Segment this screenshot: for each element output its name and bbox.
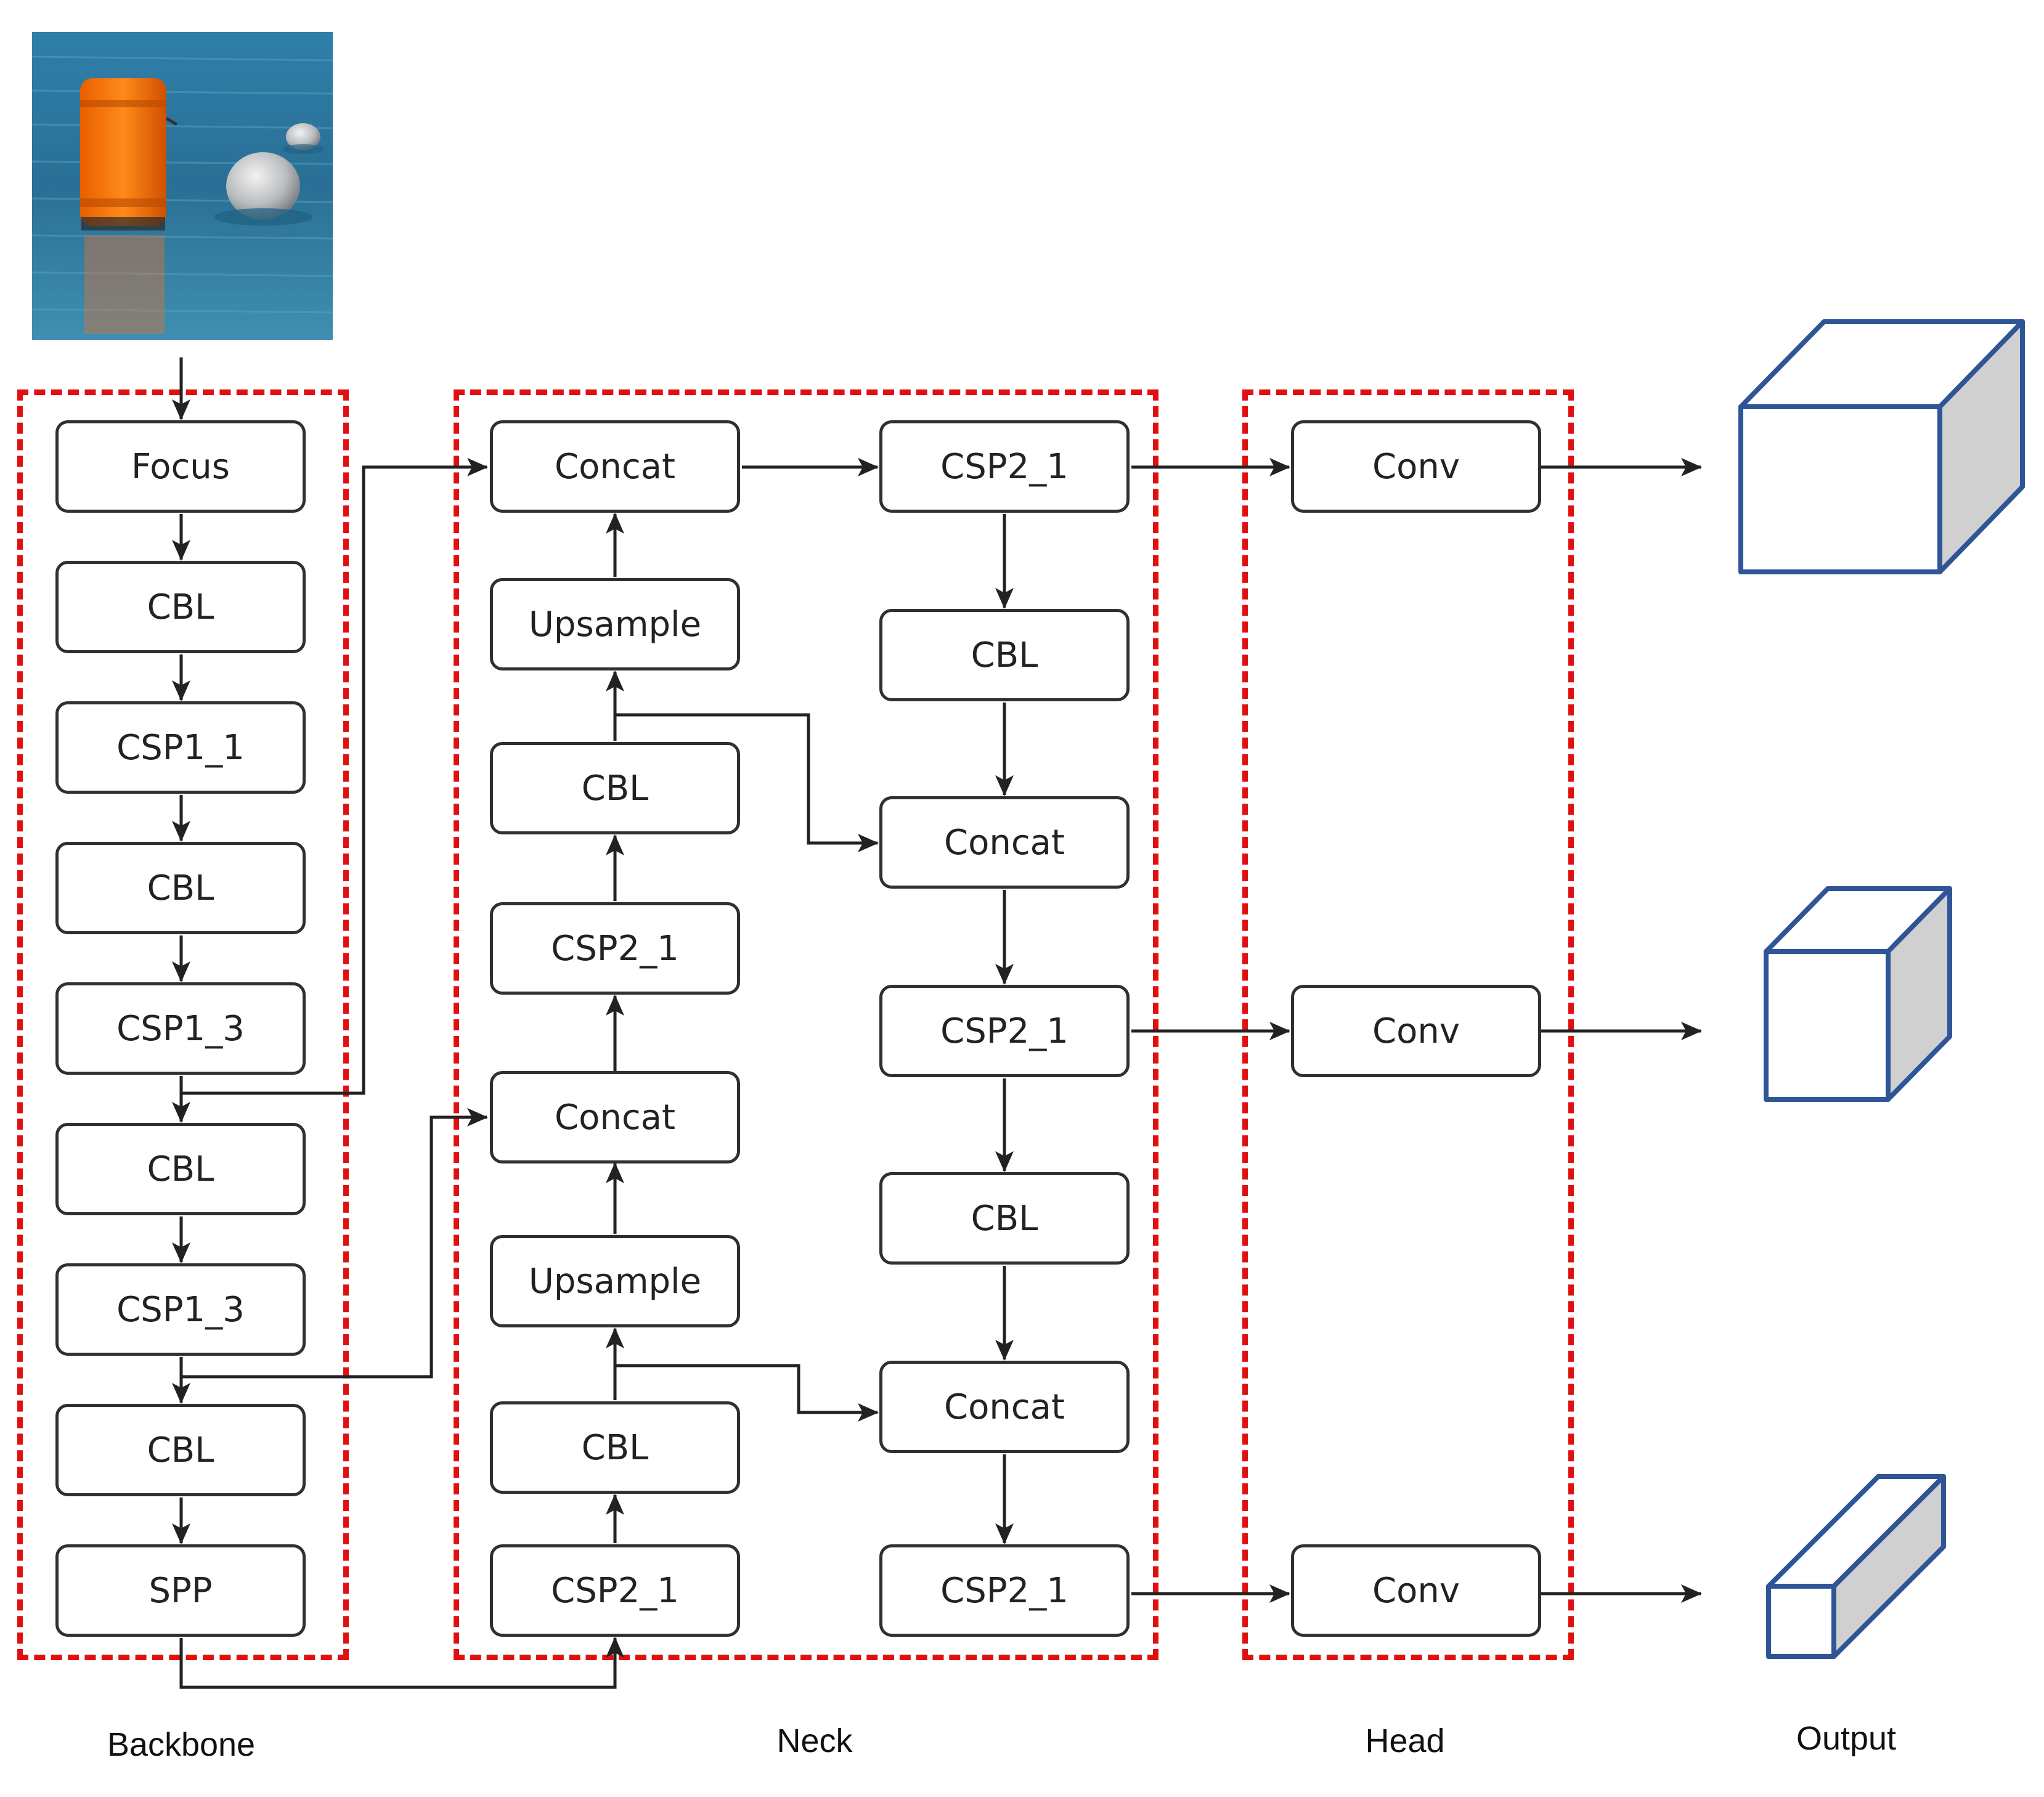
neck-csp2-1-block-r3: CSP2_1: [879, 1544, 1130, 1637]
head-label: Head: [1365, 1722, 1445, 1759]
input-image: [32, 32, 333, 340]
neck-csp2-1-block-b: CSP2_1: [490, 1544, 740, 1637]
neck-csp2-1-block-a: CSP2_1: [490, 902, 740, 995]
backbone-label: Backbone: [107, 1726, 256, 1763]
neck-cbl-block-a: CBL: [490, 742, 740, 834]
neck-upsample-block-top: Upsample: [490, 578, 740, 670]
head-conv-block-2: Conv: [1291, 985, 1541, 1077]
backbone-cbl-block-4: CBL: [55, 1404, 306, 1496]
neck-concat-block-top: Concat: [490, 420, 740, 513]
backbone-spp-block: SPP: [55, 1544, 306, 1637]
arrow-spp-to-csp2: [179, 1637, 624, 1689]
neck-concat-block-mid: Concat: [490, 1071, 740, 1163]
head-group: [1242, 389, 1574, 1660]
arrow-cbl-b-to-concat-r2: [615, 1364, 879, 1422]
arrow-cbl-a-to-concat-r1: [615, 713, 879, 852]
neck-upsample-block-bottom: Upsample: [490, 1235, 740, 1327]
neck-cbl-block-r1: CBL: [879, 609, 1130, 701]
backbone-csp1-3-block-1: CSP1_3: [55, 982, 306, 1075]
small-output-cube: [1766, 1474, 1946, 1659]
neck-concat-block-r1: Concat: [879, 796, 1130, 889]
neck-csp2-1-block-r2: CSP2_1: [879, 985, 1130, 1077]
head-conv-block-3: Conv: [1291, 1544, 1541, 1637]
backbone-cbl-block-1: CBL: [55, 561, 306, 653]
backbone-cbl-block-3: CBL: [55, 1123, 306, 1215]
output-label: Output: [1796, 1720, 1897, 1757]
backbone-group: [17, 389, 349, 1660]
arrow-skip-to-concat-top: [181, 458, 488, 1095]
arrow-skip-to-concat-mid: [181, 1108, 488, 1379]
neck-group: [454, 389, 1158, 1660]
neck-csp2-1-block-r1: CSP2_1: [879, 420, 1130, 513]
medium-output-cube: [1764, 886, 1952, 1102]
neck-cbl-block-b: CBL: [490, 1401, 740, 1494]
neck-label: Neck: [776, 1722, 853, 1759]
backbone-csp1-1-block: CSP1_1: [55, 701, 306, 794]
backbone-csp1-3-block-2: CSP1_3: [55, 1263, 306, 1356]
backbone-focus-block: Focus: [55, 420, 306, 513]
neck-cbl-block-r2: CBL: [879, 1172, 1130, 1265]
backbone-cbl-block-2: CBL: [55, 842, 306, 934]
head-conv-block-1: Conv: [1291, 420, 1541, 513]
buoy-photo-icon: [32, 32, 333, 340]
neck-concat-block-r2: Concat: [879, 1361, 1130, 1453]
large-output-cube: [1738, 319, 2025, 574]
